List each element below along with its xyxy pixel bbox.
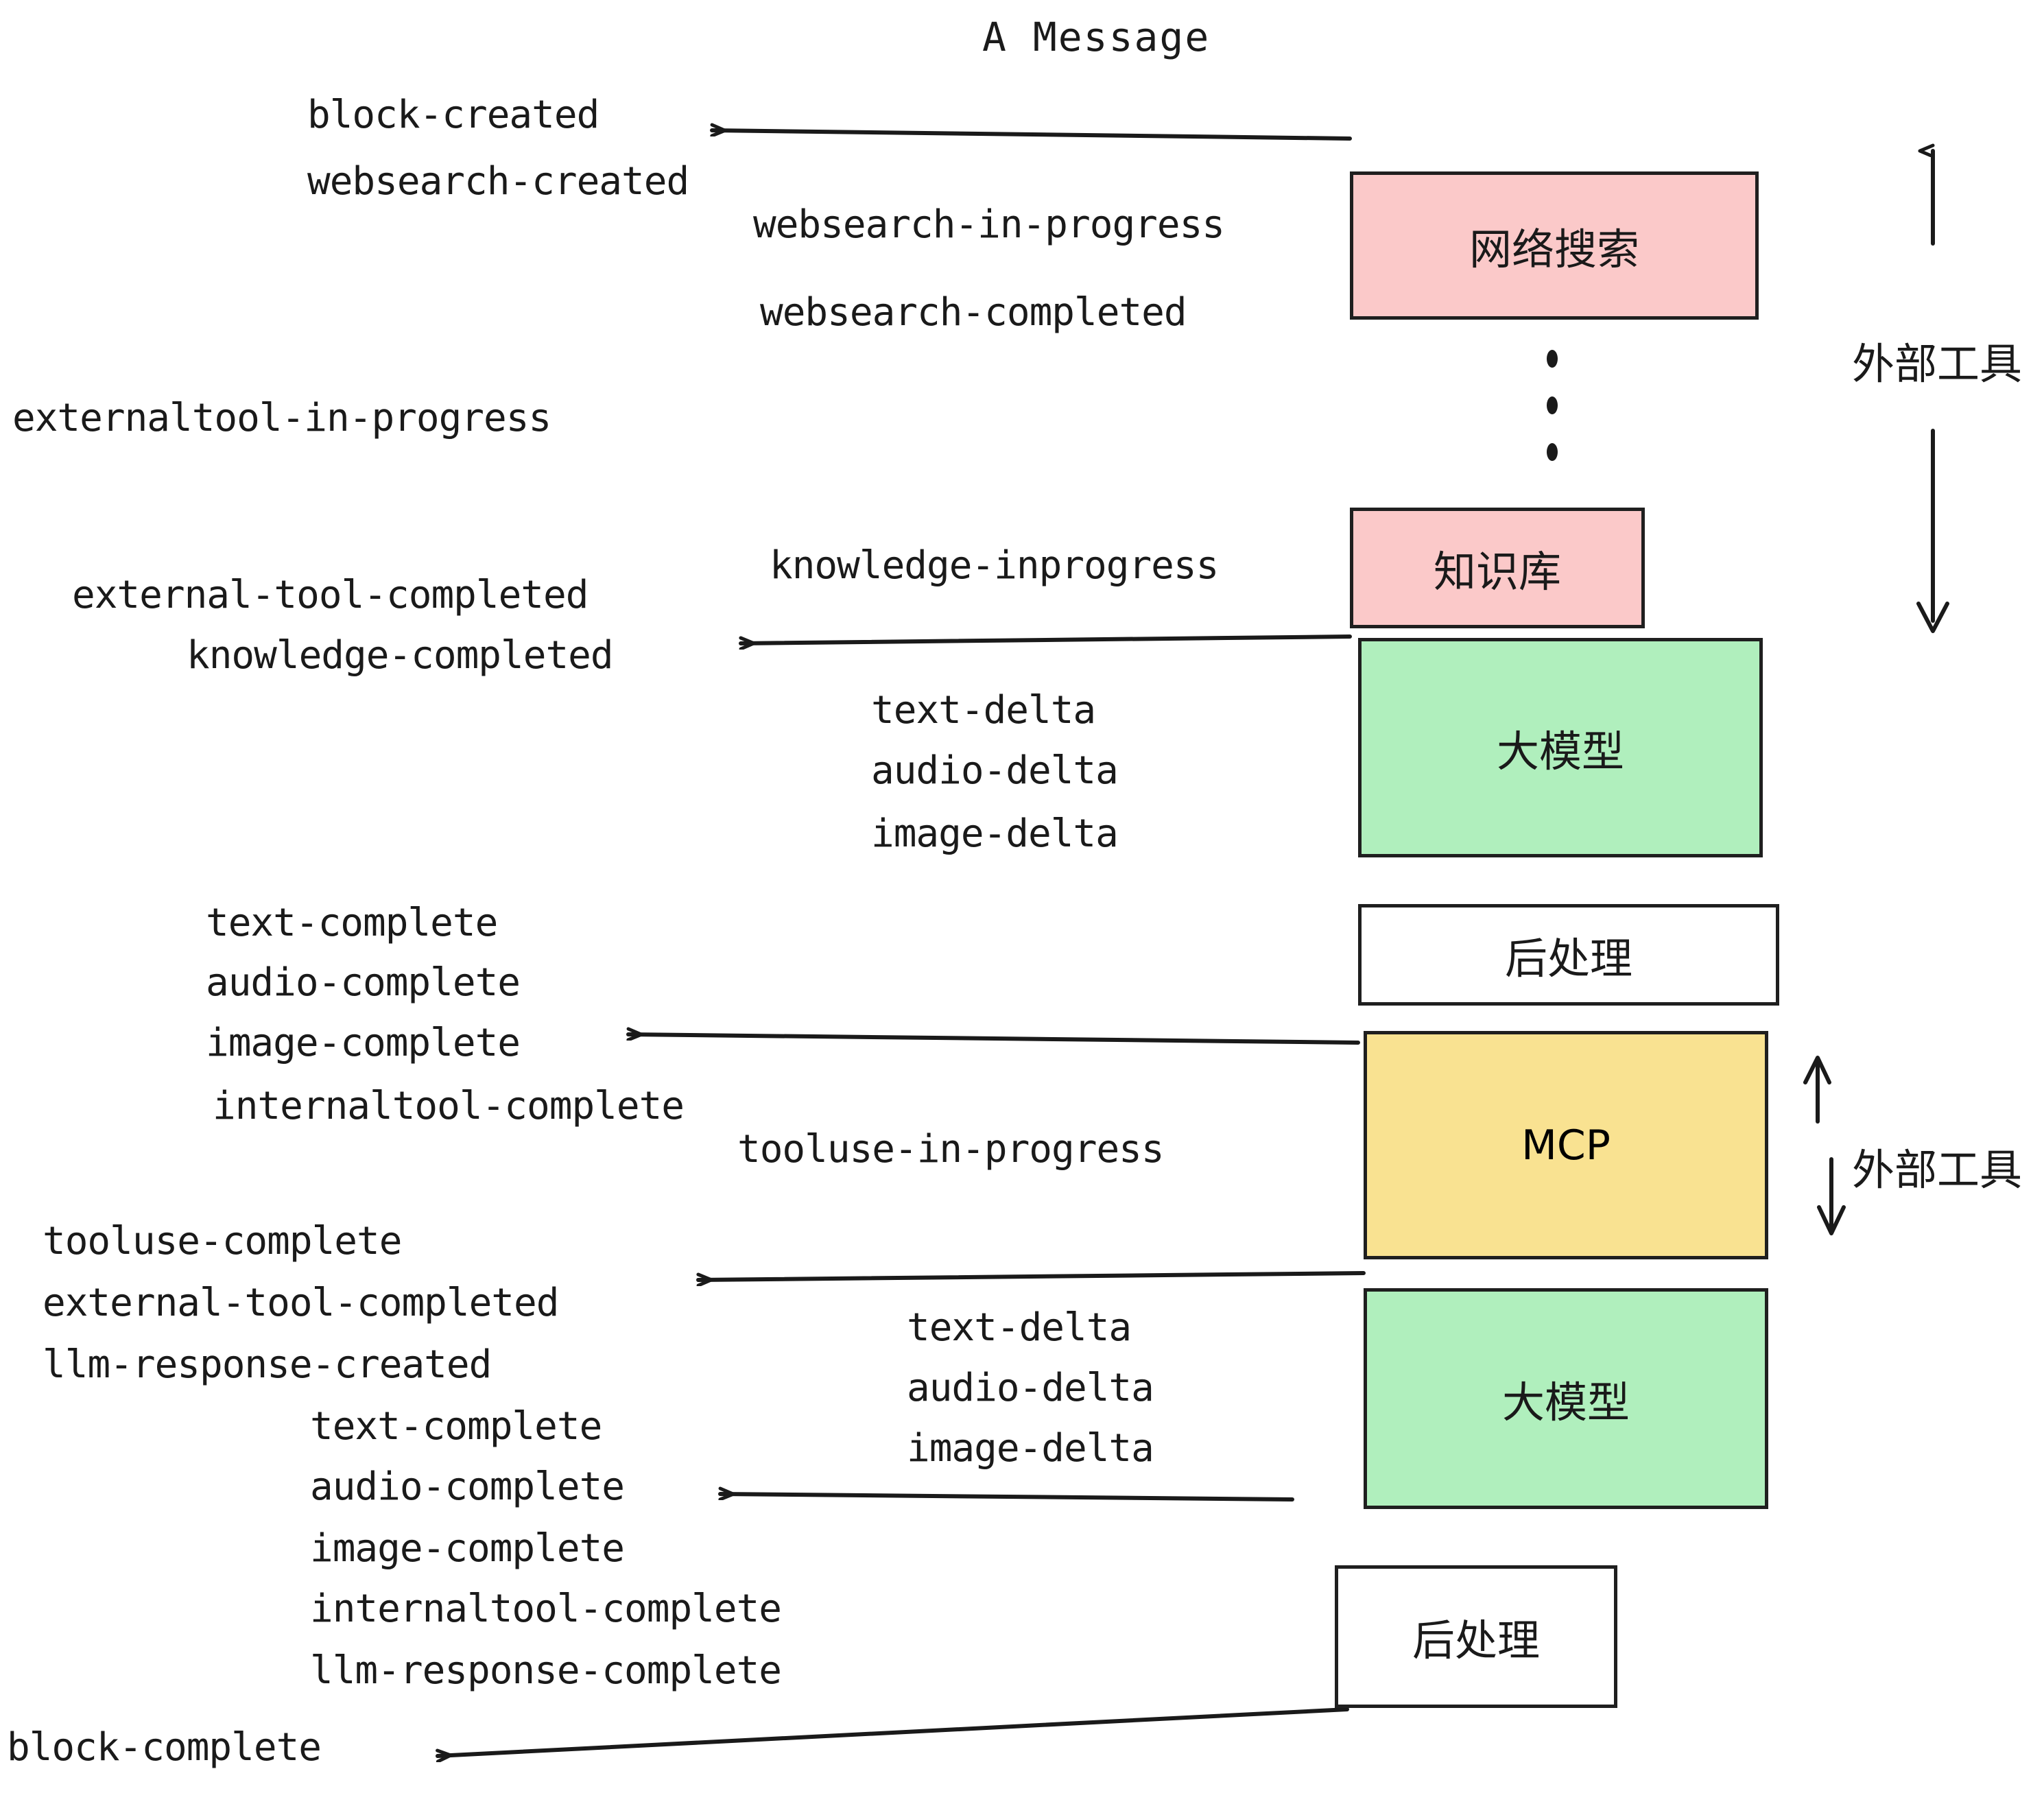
arrow-mcp-to-tooluse-complete (696, 1271, 1366, 1280)
event-label-externaltool-in-progress: externaltool-in-progress (12, 396, 551, 440)
event-label-external-tool-completed-1: external-tool-completed (72, 573, 589, 617)
node-label-mcp: MCP (1521, 1121, 1611, 1170)
event-label-block-created: block-created (307, 93, 599, 137)
arrow-websearch-to-block-created (710, 130, 1352, 141)
arrow-external-tool-range-bottom-up-head (1803, 1056, 1831, 1084)
event-label-text-delta-1: text-delta (871, 688, 1096, 733)
event-label-image-complete-2: image-complete (310, 1526, 625, 1571)
event-label-llm-response-created: llm-response-created (43, 1342, 492, 1387)
ellipsis-dot (1547, 443, 1558, 461)
event-label-websearch-created: websearch-created (307, 159, 689, 204)
event-label-websearch-in-progress: websearch-in-progress (753, 202, 1225, 247)
event-label-block-complete: block-complete (7, 1725, 322, 1770)
event-label-llm-response-complete: llm-response-complete (310, 1648, 782, 1693)
arrow-knowledge-to-knowledge-completed (739, 634, 1352, 643)
arrow-postprocess-to-image-complete (626, 1034, 1360, 1045)
arrow-postprocess-to-block-complete (436, 1707, 1349, 1756)
event-label-internaltool-complete-2: internaltool-complete (310, 1587, 782, 1631)
node-label-llm-bottom: 大模型 (1501, 1377, 1630, 1427)
event-label-external-tool-completed-2: external-tool-completed (43, 1281, 559, 1325)
node-postprocess-top[interactable]: 后处理 (1358, 904, 1779, 1006)
node-llm-bottom[interactable]: 大模型 (1364, 1288, 1768, 1509)
event-label-internaltool-complete-1: internaltool-complete (213, 1084, 685, 1128)
arrow-external-tool-range-top-down-head (1916, 602, 1949, 633)
node-mcp[interactable]: MCP (1364, 1031, 1768, 1259)
node-label-knowledge: 知识库 (1433, 547, 1561, 597)
ellipsis-dot (1547, 396, 1558, 414)
event-label-image-complete-1: image-complete (206, 1021, 521, 1065)
node-postprocess-bottom[interactable]: 后处理 (1335, 1565, 1617, 1708)
event-label-text-complete-2: text-complete (310, 1404, 602, 1449)
event-label-tooluse-in-progress: tooluse-in-progress (737, 1127, 1165, 1172)
event-label-knowledge-completed: knowledge-completed (187, 633, 614, 678)
ellipsis-dot (1547, 350, 1558, 368)
event-label-image-delta-1: image-delta (871, 811, 1119, 856)
arrow-llm-to-audio-complete (718, 1494, 1294, 1502)
event-label-tooluse-complete: tooluse-complete (43, 1219, 402, 1263)
node-label-llm-top: 大模型 (1496, 726, 1624, 776)
event-label-audio-delta-1: audio-delta (871, 748, 1119, 793)
arrow-external-tool-range-bottom-down-head (1817, 1205, 1846, 1235)
event-label-websearch-completed: websearch-completed (760, 290, 1187, 335)
event-label-text-delta-2: text-delta (907, 1305, 1132, 1350)
node-label-websearch: 网络搜索 (1469, 224, 1639, 274)
node-label-postprocess-top: 后处理 (1504, 934, 1632, 984)
node-websearch[interactable]: 网络搜索 (1350, 171, 1759, 320)
event-label-audio-complete-2: audio-complete (310, 1464, 625, 1509)
event-label-knowledge-inprogress: knowledge-inprogress (770, 543, 1219, 588)
annotation-external-tool-top: 外部工具 (1852, 339, 2023, 389)
node-knowledge[interactable]: 知识库 (1350, 508, 1645, 628)
annotation-external-tool-bottom: 外部工具 (1852, 1145, 2023, 1195)
page-title: A Message (982, 14, 1211, 60)
event-label-text-complete-1: text-complete (206, 901, 498, 945)
event-label-audio-complete-1: audio-complete (206, 960, 521, 1005)
event-label-image-delta-2: image-delta (907, 1426, 1154, 1471)
event-label-audio-delta-2: audio-delta (907, 1366, 1154, 1410)
node-llm-top[interactable]: 大模型 (1358, 638, 1763, 857)
node-label-postprocess-bottom: 后处理 (1412, 1615, 1540, 1665)
